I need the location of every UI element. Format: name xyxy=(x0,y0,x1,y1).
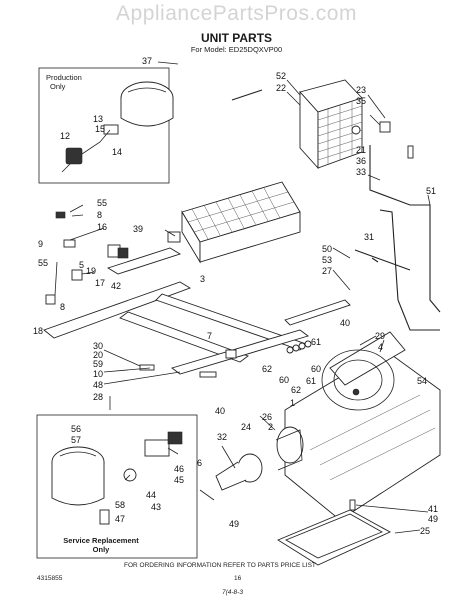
production-only-box xyxy=(38,67,170,184)
callout: 43 xyxy=(151,502,161,512)
small-parts xyxy=(45,121,414,511)
callout: 57 xyxy=(71,435,81,445)
callout: 21 xyxy=(356,145,366,155)
callout: 2 xyxy=(268,422,273,432)
callout: 58 xyxy=(115,500,125,510)
callout: 15 xyxy=(95,124,105,134)
callout: 14 xyxy=(112,147,122,157)
callout: 50 xyxy=(322,244,332,254)
callout: 10 xyxy=(93,369,103,379)
fan-motor xyxy=(199,426,304,501)
label-line: Service Replacement xyxy=(63,536,139,545)
service-replacement-label: Service Replacement Only xyxy=(46,536,156,554)
callout: 16 xyxy=(97,222,107,232)
tubing xyxy=(354,145,441,331)
callout: 8 xyxy=(97,210,102,220)
callout: 4 xyxy=(378,342,383,352)
callout: 18 xyxy=(33,326,43,336)
callout: 7 xyxy=(207,331,212,341)
leader-lines xyxy=(54,61,431,534)
callout: 22 xyxy=(276,83,286,93)
callout: 55 xyxy=(38,258,48,268)
callout: 28 xyxy=(93,392,103,402)
callout: 42 xyxy=(111,281,121,291)
callout: 62 xyxy=(291,385,301,395)
production-only-label: Production Only xyxy=(46,73,82,91)
page-number: 16 xyxy=(234,575,242,582)
callout: 49 xyxy=(229,519,239,529)
watermark: AppliancePartsPros.com xyxy=(116,2,357,25)
callout: 45 xyxy=(174,475,184,485)
callout: 53 xyxy=(322,255,332,265)
doc-number: 4315855 xyxy=(37,575,63,582)
ordering-note: FOR ORDERING INFORMATION REFER TO PARTS … xyxy=(124,562,316,569)
evaporator xyxy=(167,181,301,264)
callout: 3 xyxy=(200,274,205,284)
callout: 33 xyxy=(356,167,366,177)
callout: 46 xyxy=(174,464,184,474)
callout: 26 xyxy=(262,412,272,422)
callout: 6 xyxy=(197,458,202,468)
callout: 60 xyxy=(279,375,289,385)
callout-numbers: 37 52 22 23 35 13 15 12 14 21 36 33 51 5… xyxy=(33,56,438,536)
base-pan xyxy=(284,331,441,521)
compressor-service xyxy=(51,431,183,525)
callout: 12 xyxy=(60,131,70,141)
drain-pan xyxy=(277,509,392,566)
callout: 25 xyxy=(420,526,430,536)
callout: 52 xyxy=(276,71,286,81)
callout: 29 xyxy=(375,331,385,341)
callout: 35 xyxy=(356,96,366,106)
callout: 41 xyxy=(428,504,438,514)
callout: 37 xyxy=(142,56,152,66)
callout: 32 xyxy=(217,432,227,442)
callout: 9 xyxy=(38,239,43,249)
callout: 20 xyxy=(93,350,103,360)
callout: 49 xyxy=(428,514,438,524)
callout: 40 xyxy=(340,318,350,328)
label-line: Production xyxy=(46,73,82,82)
callout: 51 xyxy=(426,186,436,196)
callout: 62 xyxy=(262,364,272,374)
label-line: Only xyxy=(92,545,110,554)
callout: 55 xyxy=(97,198,107,208)
callout: 5 xyxy=(79,260,84,270)
callout: 61 xyxy=(306,376,316,386)
compressor-production xyxy=(61,81,174,173)
condenser-coil xyxy=(231,79,363,170)
callout: 24 xyxy=(241,422,251,432)
callout: 40 xyxy=(215,406,225,416)
callout: 17 xyxy=(95,278,105,288)
callout: 61 xyxy=(311,337,321,347)
service-replacement-box xyxy=(36,414,198,559)
unit-frame xyxy=(43,247,351,375)
callout: 59 xyxy=(93,359,103,369)
label-line: Only xyxy=(50,82,66,91)
page-title: UNIT PARTS xyxy=(200,31,273,45)
callout: 60 xyxy=(311,364,321,374)
callout: 1 xyxy=(290,398,295,408)
callout: 19 xyxy=(86,266,96,276)
callout: 56 xyxy=(71,424,81,434)
print-date: 7(4-8-3 xyxy=(222,589,243,596)
callout: 47 xyxy=(115,514,125,524)
callout: 23 xyxy=(356,85,366,95)
callout: 48 xyxy=(93,380,103,390)
callout: 31 xyxy=(364,232,374,242)
callout: 27 xyxy=(322,266,332,276)
callout: 13 xyxy=(93,114,103,124)
callout: 36 xyxy=(356,156,366,166)
callout: 44 xyxy=(146,490,156,500)
model-number: For Model: ED25DQXVP00 xyxy=(190,45,283,54)
callout: 8 xyxy=(60,302,65,312)
callout: 54 xyxy=(417,376,427,386)
callout: 30 xyxy=(93,341,103,351)
callout: 39 xyxy=(133,224,143,234)
